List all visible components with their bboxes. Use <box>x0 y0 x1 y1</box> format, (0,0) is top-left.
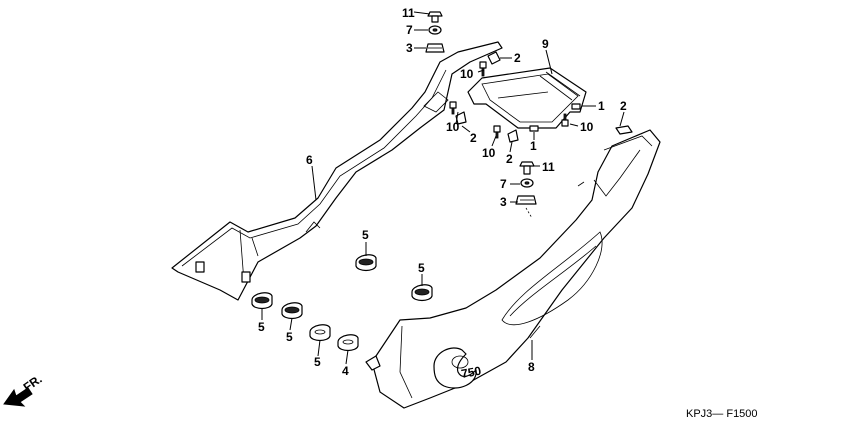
grommet-5-b <box>411 284 433 302</box>
bolt-10-b <box>449 101 457 115</box>
callout-5-b: 5 <box>418 261 425 275</box>
emblem-label: 750 <box>460 364 482 381</box>
left-side-cover-rail <box>171 41 503 301</box>
callout-1-b: 1 <box>530 139 537 153</box>
callout-11-lower: 11 <box>542 160 555 174</box>
callout-10-a: 10 <box>460 67 474 81</box>
cb-emblem: 750 <box>433 347 483 389</box>
grommet-group <box>251 254 433 352</box>
hardware <box>425 11 633 219</box>
collar-3-upper <box>425 43 445 53</box>
callout-8: 8 <box>528 360 535 374</box>
rear-center-cover <box>467 67 587 129</box>
callout-5-a: 5 <box>362 228 369 242</box>
clip-2-d <box>615 125 633 135</box>
clip-1-a <box>571 103 581 110</box>
clip-2-c <box>507 129 519 143</box>
callout-7-lower: 7 <box>500 177 507 191</box>
callout-10-d: 10 <box>580 120 594 134</box>
callout-10-c: 10 <box>482 146 496 160</box>
callout-labels: 11 7 3 2 10 9 1 2 10 2 10 1 10 2 11 7 3 … <box>258 6 627 378</box>
callout-11-upper: 11 <box>402 6 415 20</box>
front-direction-indicator: FR. <box>3 372 45 407</box>
bolt-11-upper <box>427 11 443 23</box>
grommet-5-c <box>251 292 273 310</box>
figure-code: KPJ3— F1500 <box>686 408 758 420</box>
bolt-10-d <box>561 113 569 127</box>
washer-7-lower <box>520 178 534 188</box>
callout-2-d: 2 <box>620 99 627 113</box>
callout-6: 6 <box>306 153 313 167</box>
callout-9: 9 <box>542 37 549 51</box>
callout-2-a: 2 <box>514 51 521 65</box>
collar-3-lower <box>515 195 537 205</box>
callout-5-d: 5 <box>286 330 293 344</box>
callout-3-lower: 3 <box>500 195 507 209</box>
grommet-4 <box>337 334 359 352</box>
callout-10-b: 10 <box>446 120 460 134</box>
clip-2-b <box>455 111 467 125</box>
right-side-cover: 750 <box>365 129 661 409</box>
callout-3-upper: 3 <box>406 41 413 55</box>
grommet-5-e <box>309 324 331 342</box>
callout-1-a: 1 <box>598 99 605 113</box>
callout-7-upper: 7 <box>406 23 413 37</box>
callout-2-c: 2 <box>506 152 513 166</box>
callout-5-e: 5 <box>314 355 321 369</box>
bolt-10-c <box>493 125 501 139</box>
clip-2-a <box>487 51 501 65</box>
bolt-11-lower <box>519 161 535 175</box>
clip-1-b <box>529 125 539 132</box>
callout-2-b: 2 <box>470 131 477 145</box>
callout-5-c: 5 <box>258 320 265 334</box>
leader-lines <box>261 11 625 365</box>
washer-7-upper <box>428 25 442 35</box>
bolt-10-a <box>479 61 487 77</box>
callout-4: 4 <box>342 364 349 378</box>
grommet-5-d <box>281 302 303 320</box>
front-arrow-icon <box>3 387 33 407</box>
grommet-5-a <box>355 254 377 272</box>
